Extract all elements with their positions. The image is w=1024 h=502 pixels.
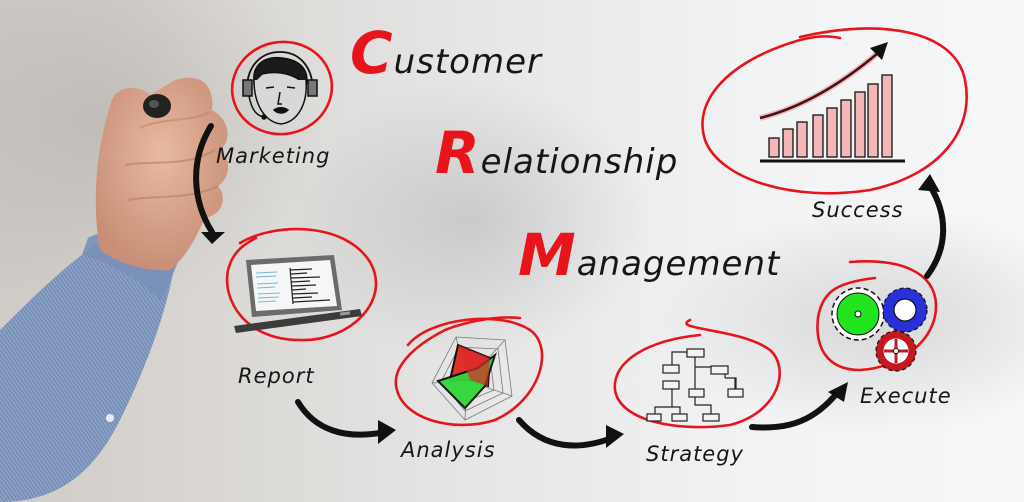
title-initial-m: M: [518, 221, 577, 289]
flow-arrows: [193, 123, 947, 449]
step-label-marketing: Marketing: [216, 144, 331, 168]
red-circles: [225, 27, 968, 429]
radar-chart-icon: [431, 336, 513, 421]
green-gear: [831, 287, 885, 341]
title-rest-customer: ustomer: [393, 42, 542, 82]
title-rest-management: anagement: [576, 244, 781, 284]
arm-sleeve: [0, 232, 178, 502]
step-label-execute: Execute: [860, 384, 952, 408]
step-label-success: Success: [812, 198, 904, 222]
title-word-customer: Customer: [350, 24, 542, 82]
step-label-strategy: Strategy: [646, 442, 744, 466]
arrow-heads: [201, 174, 940, 448]
title-rest-relationship: elationship: [480, 142, 679, 182]
red-gear: [875, 330, 917, 372]
title-word-management: Management: [518, 226, 780, 284]
title-word-relationship: Relationship: [435, 124, 678, 182]
title-initial-c: C: [350, 19, 394, 87]
blue-gear: [882, 287, 928, 333]
step-label-analysis: Analysis: [401, 438, 496, 462]
headset-person-icon: [242, 51, 318, 125]
hand: [95, 77, 229, 271]
laptop-icon: [234, 255, 362, 333]
org-chart-icon: [646, 348, 744, 422]
step-label-report: Report: [238, 364, 315, 388]
gears-icon: [831, 287, 928, 372]
growth-bar-chart-icon: [759, 42, 905, 163]
title-initial-r: R: [435, 119, 481, 187]
